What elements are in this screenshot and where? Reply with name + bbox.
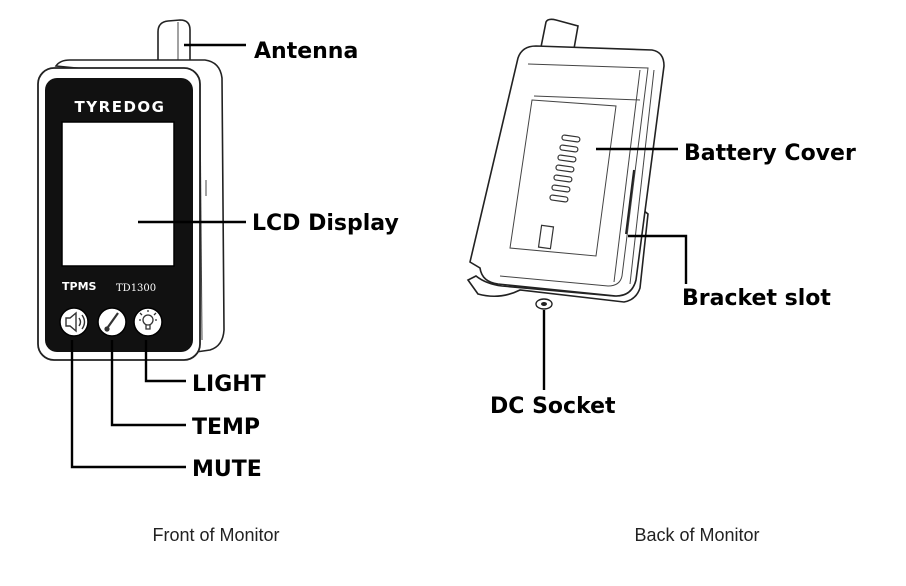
callout-dc-socket: DC Socket [490,394,616,419]
front-device: TYREDOG TPMS TD1300 [37,19,225,361]
dc-socket [535,298,553,310]
battery-cover [509,99,617,257]
temp-button[interactable] [97,307,127,337]
light-button[interactable] [133,307,163,337]
lcd-display [61,121,175,267]
front-device-side [54,59,225,353]
bracket-slot [625,169,635,235]
back-leader-lines [542,147,688,390]
callout-light: LIGHT [192,372,266,397]
back-device [466,18,665,310]
mute-button[interactable] [59,307,89,337]
thermometer-icon [104,312,119,332]
callout-bracket-slot: Bracket slot [682,286,831,311]
callout-mute: MUTE [192,457,262,482]
model-label: TD1300 [116,283,156,294]
battery-cover-grip [549,134,581,203]
light-bulb-icon [139,310,157,330]
speaker-mute-icon [65,311,86,333]
callout-temp: TEMP [192,415,260,440]
caption-front: Front of Monitor [152,525,279,545]
tpms-label: TPMS [62,280,97,293]
callout-antenna: Antenna [254,39,358,64]
caption-back: Back of Monitor [634,525,759,545]
callout-lcd-display: LCD Display [252,211,399,236]
front-leader-lines [70,43,246,469]
callout-battery-cover: Battery Cover [684,141,856,166]
brand-logo: TYREDOG [75,98,166,116]
battery-latch [537,224,555,250]
